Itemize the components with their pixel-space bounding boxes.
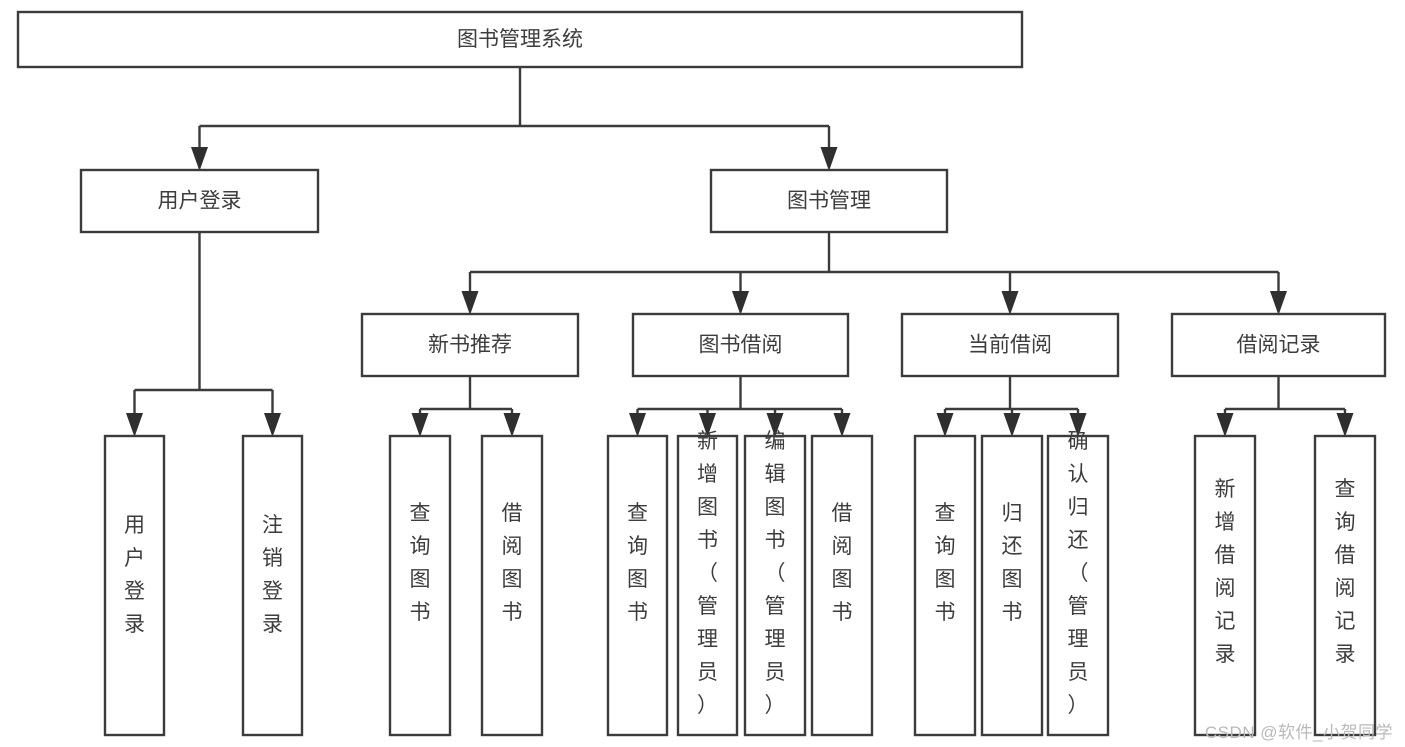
node-leaf6[interactable]: 新增图书（管理员）: [676, 430, 739, 737]
node-box[interactable]: [1170, 312, 1387, 378]
node-current[interactable]: 当前借阅: [900, 312, 1120, 378]
node-label: 用户登录: [124, 514, 145, 636]
arrow-head-icon: [699, 413, 716, 437]
node-label: 借阅记录: [1237, 334, 1321, 357]
node-box[interactable]: [900, 312, 1120, 378]
arrow-head-icon: [1216, 413, 1234, 437]
node-box[interactable]: [1313, 434, 1377, 737]
arrow-head-icon: [126, 413, 143, 437]
node-label: 查询图书: [935, 502, 956, 624]
arrow-head-icon: [1270, 291, 1287, 315]
node-label: 归还图书: [1002, 502, 1023, 624]
node-label: 查询图书: [627, 502, 648, 624]
node-borrow[interactable]: 图书借阅: [631, 312, 850, 378]
arrow-head-icon: [1336, 413, 1354, 437]
node-label: 注销登录: [262, 514, 283, 636]
node-leaf13[interactable]: 查询借阅记录: [1313, 434, 1377, 737]
node-leaf3[interactable]: 查询图书: [388, 434, 452, 737]
nodes-layer: 图书管理系统用户登录图书管理新书推荐图书借阅当前借阅借阅记录用户登录注销登录查询…: [16, 10, 1387, 737]
arrow-head-icon: [766, 413, 784, 437]
node-bookmgmt[interactable]: 图书管理: [709, 168, 949, 234]
node-box[interactable]: [103, 434, 166, 737]
node-login[interactable]: 用户登录: [79, 168, 320, 234]
node-box[interactable]: [241, 434, 304, 737]
arrow-head-icon: [503, 413, 521, 437]
arrow-head-icon: [732, 291, 749, 315]
node-box[interactable]: [810, 434, 874, 737]
arrow-head-icon: [461, 291, 479, 315]
node-box[interactable]: [79, 168, 320, 234]
node-label: 新书推荐: [428, 334, 512, 357]
node-box[interactable]: [1193, 434, 1257, 737]
node-label: 图书借阅: [699, 334, 783, 357]
node-box[interactable]: [388, 434, 452, 737]
node-label: 编辑图书（管理员）: [765, 430, 786, 717]
node-box[interactable]: [676, 434, 739, 737]
node-root[interactable]: 图书管理系统: [16, 10, 1024, 69]
node-box[interactable]: [980, 434, 1044, 737]
node-box[interactable]: [480, 434, 544, 737]
arrow-head-icon: [820, 147, 838, 171]
node-label: 图书管理系统: [457, 28, 583, 51]
node-records[interactable]: 借阅记录: [1170, 312, 1387, 378]
node-leaf11[interactable]: 确认归还（管理员）: [1046, 430, 1110, 737]
arrow-head-icon: [264, 413, 281, 437]
node-box[interactable]: [16, 10, 1024, 69]
arrow-head-icon: [936, 413, 954, 437]
node-newbook[interactable]: 新书推荐: [360, 312, 580, 378]
node-label: 借阅图书: [502, 502, 523, 624]
connectors-layer: [126, 67, 1354, 437]
node-label: 当前借阅: [968, 334, 1052, 357]
node-box[interactable]: [1046, 434, 1110, 737]
node-label: 新增图书（管理员）: [697, 430, 718, 717]
node-leaf1[interactable]: 用户登录: [103, 434, 166, 737]
node-label: 图书管理: [787, 190, 871, 213]
node-box[interactable]: [631, 312, 850, 378]
node-leaf10[interactable]: 归还图书: [980, 434, 1044, 737]
node-label: 新增借阅记录: [1215, 478, 1236, 666]
node-leaf2[interactable]: 注销登录: [241, 434, 304, 737]
node-box[interactable]: [606, 434, 669, 737]
node-box[interactable]: [709, 168, 949, 234]
arrow-head-icon: [1003, 413, 1021, 437]
node-label: 用户登录: [158, 190, 242, 213]
node-leaf9[interactable]: 查询图书: [913, 434, 977, 737]
node-leaf7[interactable]: 编辑图书（管理员）: [743, 430, 807, 737]
node-box[interactable]: [743, 434, 807, 737]
arrow-head-icon: [1001, 291, 1019, 315]
node-box[interactable]: [913, 434, 977, 737]
arrow-head-icon: [833, 413, 851, 437]
arrow-head-icon: [191, 147, 208, 171]
node-leaf8[interactable]: 借阅图书: [810, 434, 874, 737]
node-leaf12[interactable]: 新增借阅记录: [1193, 434, 1257, 737]
arrow-head-icon: [629, 413, 646, 437]
arrow-head-icon: [411, 413, 429, 437]
node-box[interactable]: [360, 312, 580, 378]
node-label: 确认归还（管理员）: [1068, 430, 1089, 717]
arrow-head-icon: [1069, 413, 1087, 437]
node-label: 查询图书: [410, 502, 431, 624]
node-label: 借阅图书: [832, 502, 853, 624]
node-label: 查询借阅记录: [1335, 478, 1356, 666]
node-leaf5[interactable]: 查询图书: [606, 434, 669, 737]
node-leaf4[interactable]: 借阅图书: [480, 434, 544, 737]
